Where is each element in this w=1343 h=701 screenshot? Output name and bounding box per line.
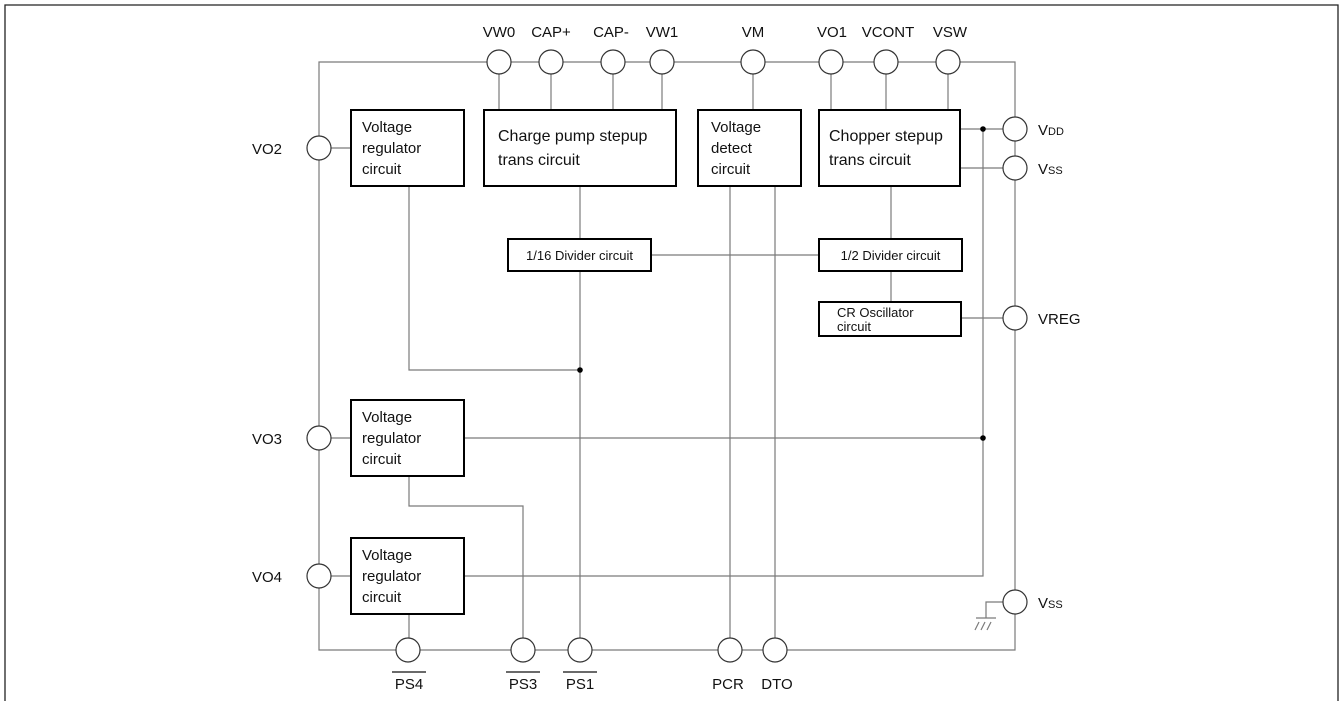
pin-label-vsw: VSW	[933, 24, 968, 41]
block-label-line: Voltage	[711, 119, 761, 136]
bottom-pin-labels: PS4 PS3 PS1 PCR DTO	[392, 671, 793, 693]
block-voltage-regulator-1: Voltage regulator circuit	[350, 109, 465, 187]
pin-label-ps3: PS3	[509, 676, 537, 693]
block-label-line: trans circuit	[498, 152, 580, 169]
pin-label-vo4: VO4	[252, 569, 282, 586]
block-label-line: detect	[711, 140, 753, 157]
block-charge-pump: Charge pump stepup trans circuit	[483, 109, 677, 187]
pin-label-vreg: VREG	[1038, 311, 1081, 328]
block-cr-oscillator: CR Oscillator circuit	[818, 301, 962, 337]
block-label-line: circuit	[711, 161, 751, 178]
pin-label-vdd: VDD	[1038, 122, 1064, 139]
pin-label-vo1: VO1	[817, 24, 847, 41]
block-label-line: regulator	[362, 140, 421, 157]
top-pins	[486, 49, 961, 75]
pin-label-vw1: VW1	[646, 24, 679, 41]
pin-terminal	[395, 637, 421, 663]
pin-label-vw0: VW0	[483, 24, 516, 41]
pin-label-vss-top: VSS	[1038, 161, 1063, 178]
pin-terminal	[538, 49, 564, 75]
pin-terminal	[306, 563, 332, 589]
pin-label-vo3: VO3	[252, 431, 282, 448]
block-1-16-divider: 1/16 Divider circuit	[507, 238, 652, 272]
block-label-line: regulator	[362, 430, 421, 447]
block-voltage-regulator-3: Voltage regulator circuit	[350, 537, 465, 615]
pin-terminal	[1002, 155, 1028, 181]
pin-label-cap-plus: CAP+	[531, 24, 571, 41]
right-pins	[1002, 116, 1028, 615]
pin-terminal	[818, 49, 844, 75]
pin-terminal	[306, 425, 332, 451]
pin-label-pcr: PCR	[712, 676, 744, 693]
pin-terminal	[1002, 116, 1028, 142]
pin-terminal	[1002, 589, 1028, 615]
junction-dot	[980, 435, 986, 441]
block-1-2-divider: 1/2 Divider circuit	[818, 238, 963, 272]
pin-label-dto: DTO	[761, 676, 792, 693]
block-label-line: circuit	[837, 319, 871, 334]
block-label: 1/16 Divider circuit	[526, 248, 633, 263]
right-pin-labels: VDD VSS VREG VSS	[1038, 122, 1081, 612]
pin-terminal	[649, 49, 675, 75]
pin-label-vo2: VO2	[252, 141, 282, 158]
pin-terminal	[600, 49, 626, 75]
block-voltage-detect: Voltage detect circuit	[697, 109, 802, 187]
pin-terminal	[762, 637, 788, 663]
junction-dot	[980, 126, 986, 132]
left-pins	[306, 135, 332, 589]
block-label-line: circuit	[362, 451, 402, 468]
top-pin-labels: VW0 CAP+ CAP- VW1 VM VO1 VCONT VSW	[483, 24, 968, 41]
page-frame	[4, 4, 1339, 701]
block-label-line: circuit	[362, 589, 402, 606]
pin-terminal	[935, 49, 961, 75]
junction-dot	[577, 367, 583, 373]
wiring	[318, 61, 1016, 651]
block-label-line: Voltage	[362, 547, 412, 564]
pin-label-ps1: PS1	[566, 676, 594, 693]
pin-label-vm: VM	[742, 24, 765, 41]
block-label-line: Chopper stepup	[829, 128, 943, 145]
block-chopper-stepup: Chopper stepup trans circuit	[818, 109, 961, 187]
pin-label-vss-bottom: VSS	[1038, 595, 1063, 612]
block-label-line: trans circuit	[829, 152, 911, 169]
pin-terminal	[717, 637, 743, 663]
block-label-line: Voltage	[362, 409, 412, 426]
pin-terminal	[740, 49, 766, 75]
pin-terminal	[510, 637, 536, 663]
block-label-line: Voltage	[362, 119, 412, 136]
left-pin-labels: VO2 VO3 VO4	[252, 141, 282, 586]
pin-label-cap-minus: CAP-	[593, 24, 629, 41]
pin-label-ps4: PS4	[395, 676, 423, 693]
block-voltage-regulator-2: Voltage regulator circuit	[350, 399, 465, 477]
pin-terminal	[873, 49, 899, 75]
bottom-pins	[395, 637, 788, 663]
block-label-line: Charge pump stepup	[498, 128, 648, 145]
pin-terminal	[486, 49, 512, 75]
pin-label-vcont: VCONT	[862, 24, 915, 41]
pin-terminal	[567, 637, 593, 663]
block-label-line: CR Oscillator	[837, 305, 914, 320]
block-label: 1/2 Divider circuit	[841, 248, 941, 263]
block-label-line: regulator	[362, 568, 421, 585]
block-label-line: circuit	[362, 161, 402, 178]
pin-terminal	[306, 135, 332, 161]
pin-terminal	[1002, 305, 1028, 331]
